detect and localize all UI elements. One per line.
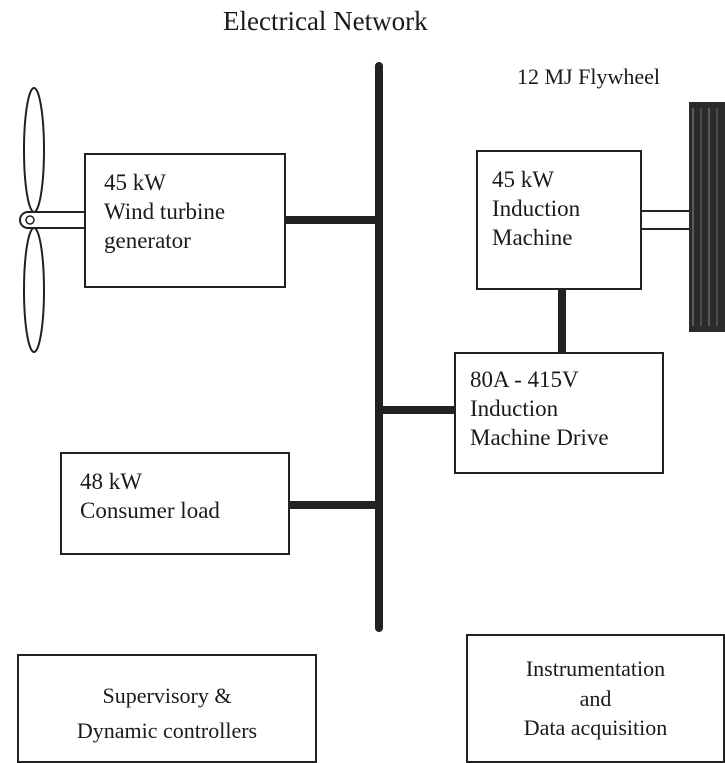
instrumentation-block: Instrumentation and Data acquisition [466, 634, 725, 763]
wind-turbine-generator-block: 45 kW Wind turbine generator [84, 153, 286, 288]
controllers-label-1: Supervisory & [102, 683, 232, 708]
machine-drive-rating: 80A - 415V [470, 367, 579, 392]
wind-turbine-label-1: Wind turbine [104, 198, 226, 224]
consumer-load-block: 48 kW Consumer load [60, 452, 290, 555]
diagram-title: Electrical Network [223, 6, 428, 36]
flywheel-icon [689, 102, 725, 332]
instrumentation-label-1: Instrumentation [525, 656, 666, 681]
consumer-load-label: Consumer load [80, 497, 220, 523]
flywheel-shaft [641, 210, 690, 230]
turbine-rotor-icon [23, 87, 45, 353]
controllers-block: Supervisory & Dynamic controllers [17, 654, 317, 763]
turbine-shaft [19, 211, 84, 229]
induction-machine-label-2: Machine [492, 224, 573, 250]
machine-drive-block: 80A - 415V Induction Machine Drive [454, 352, 664, 474]
controllers-label-2: Dynamic controllers [76, 718, 258, 744]
consumer-load-rating: 48 kW [80, 469, 142, 494]
induction-machine-label-1: Induction [492, 195, 581, 221]
instrumentation-label-2: and [579, 685, 612, 711]
machine-drive-label-2: Machine Drive [470, 424, 609, 450]
induction-machine-block: 45 kW Induction Machine [476, 150, 642, 290]
instrumentation-label-3: Data acquisition [523, 715, 668, 741]
machine-drive-label-1: Induction [470, 395, 559, 421]
flywheel-label: 12 MJ Flywheel [517, 64, 660, 89]
induction-machine-rating: 45 kW [492, 167, 554, 192]
wind-turbine-rating: 45 kW [104, 170, 166, 195]
wind-turbine-label-2: generator [104, 227, 191, 253]
